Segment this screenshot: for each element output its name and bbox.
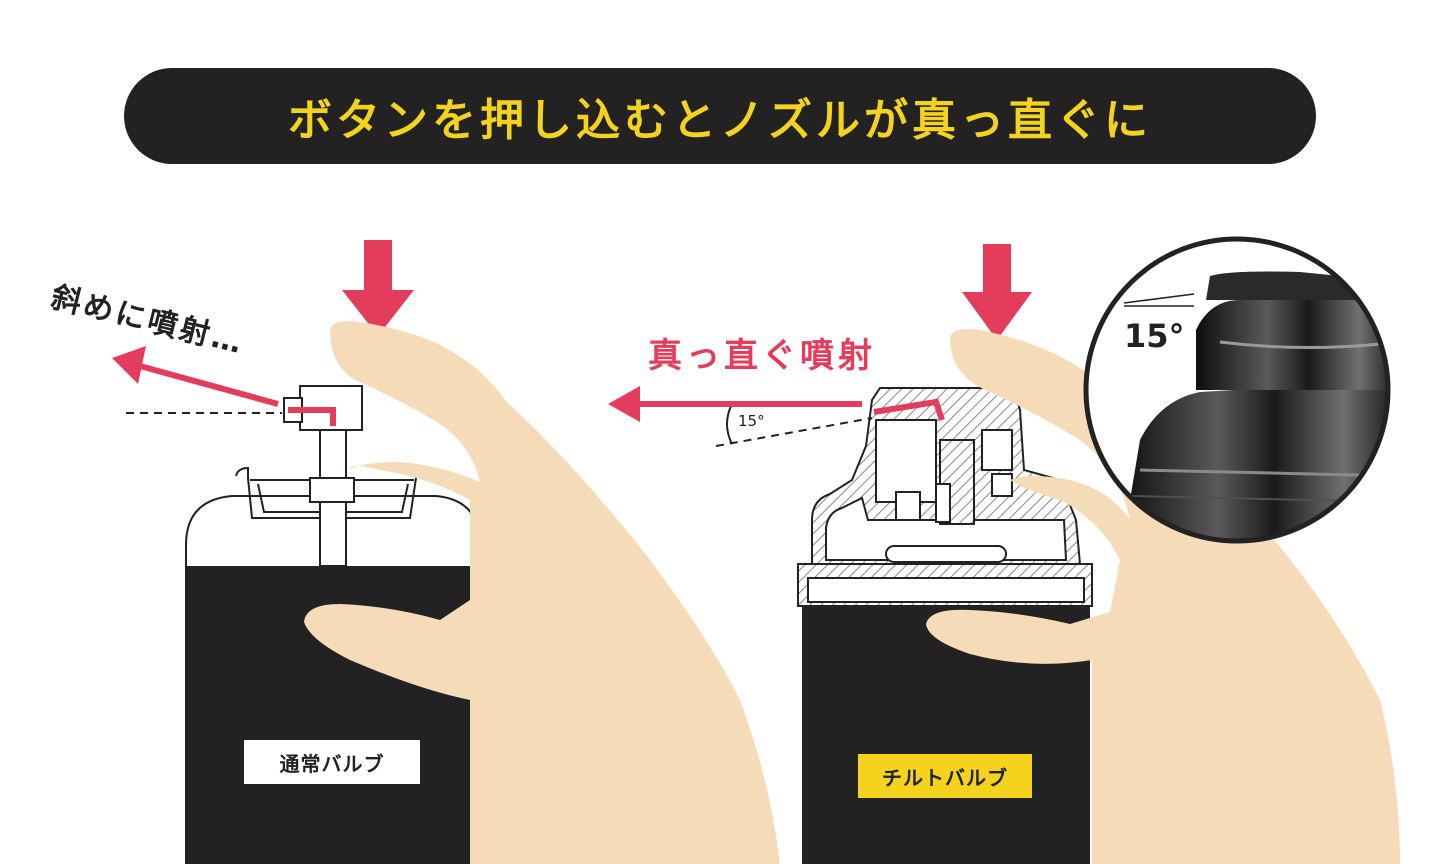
title-text: ボタンを押し込むとノズルが真っ直ぐに [288, 95, 1152, 146]
tilt-valve-badge: チルトバルブ [856, 752, 1034, 800]
left-spray-arrow [112, 346, 279, 407]
right-spray-arrow [608, 386, 862, 422]
inset-photo [1083, 236, 1391, 544]
right-nozzle-channel [873, 398, 945, 421]
straight-spray-label: 真っ直ぐ噴射 [648, 336, 876, 376]
right-angle-arc [726, 403, 733, 445]
left-nozzle-channel [288, 407, 336, 426]
left-hand [304, 321, 780, 864]
right-hand [926, 329, 1400, 864]
tilt-angle-label: 15° [738, 412, 765, 430]
inset-angle-line-top [1123, 293, 1195, 304]
left-press-arrow [342, 240, 414, 336]
title-banner: ボタンを押し込むとノズルが真っ直ぐに [124, 68, 1316, 164]
normal-valve-badge: 通常バルブ [242, 738, 422, 786]
inset-angle-label: 15° [1124, 317, 1185, 355]
right-tilt-guide [715, 417, 873, 447]
right-press-arrow [962, 244, 1032, 340]
right-valve-body [797, 387, 1093, 607]
